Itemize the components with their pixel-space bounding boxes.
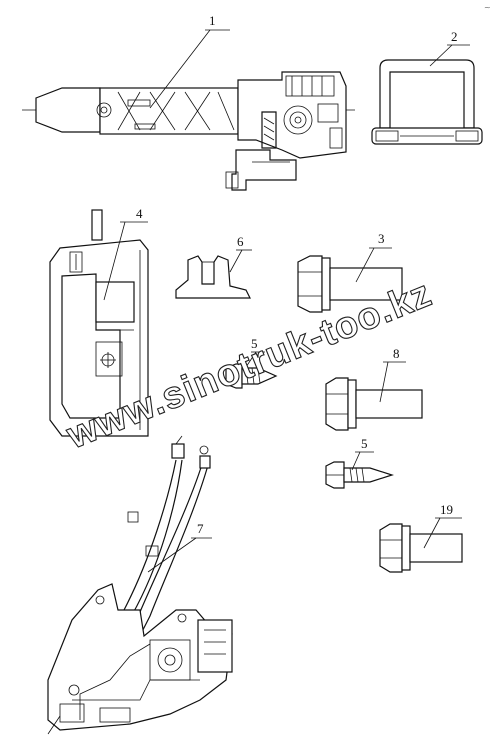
callout-7: 7 [197,521,204,536]
part-5-screw-lower [325,451,394,489]
callout-8: 8 [393,346,400,361]
part-3-flange-bolt [297,247,403,313]
part-1-outer-handle [22,29,355,191]
callout-5-upper: 5 [251,336,258,351]
part-6-clip [175,249,252,299]
callout-19: 19 [440,502,453,517]
part-5-screw-upper [225,351,278,389]
part-2-bracket [371,44,483,145]
part-8-flange-bolt [325,361,423,431]
callout-3: 3 [378,231,385,246]
callout-5-lower: 5 [361,436,368,451]
part-4-inner-handle [49,209,149,437]
part-7-door-lock [47,435,233,735]
callout-4: 4 [136,206,143,221]
callout-2: 2 [451,29,458,44]
part-19-flange-bolt [379,517,463,573]
callout-6: 6 [237,234,244,249]
corner-mark: ~ [484,3,491,12]
callout-1: 1 [209,13,216,28]
